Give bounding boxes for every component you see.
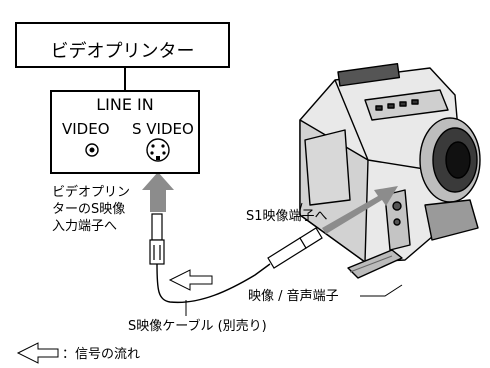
line-in-title: LINE IN [96,95,154,114]
signal-flow-arrow [168,269,213,291]
printer-input-label-line2: ターのS映像 [52,202,126,217]
cable-label: S映像ケーブル (別売り) [128,319,267,334]
legend-text: ：信号の流れ [62,347,141,362]
av-jack-label: 映像 / 音声端子 [248,289,339,304]
panel-jacks [85,138,170,162]
legend-arrow-icon [16,342,59,364]
s1-leader-line [299,202,303,211]
printer-input-label-line1: ビデオプリン [52,185,131,200]
camcorder-illustration [299,62,481,279]
svideo-input-label: S VIDEO [132,120,194,138]
signal-arrow-up [142,172,174,212]
s-video-plug-camera [267,227,323,269]
signal-arrow-to-camera [322,186,398,234]
av-jack-leader-line [360,284,403,297]
s-video-cable [156,263,271,304]
s1-jack-label: S1映像端子へ [246,209,328,224]
printer-input-label-line3: 入力端子へ [52,219,118,234]
s-video-plug-printer [149,213,165,265]
line-in-panel: LINE IN VIDEO S VIDEO [50,90,200,174]
video-input-label: VIDEO [62,120,110,138]
video-printer-box: ビデオプリンター [15,22,230,68]
video-printer-label: ビデオプリンター [50,41,195,62]
